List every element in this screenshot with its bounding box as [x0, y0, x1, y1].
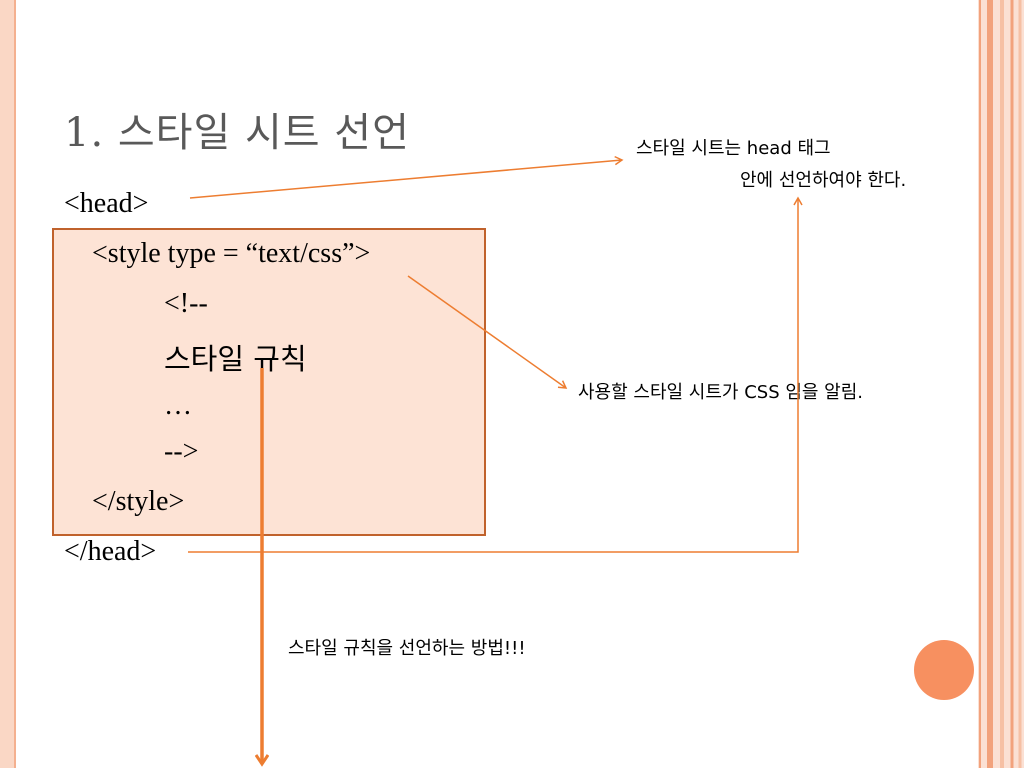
arrow-head-close-to-note: [188, 196, 803, 553]
left-border-decoration: [0, 0, 16, 768]
arrow-css-to-note: [407, 275, 568, 389]
code-line-style-close: </style>: [92, 486, 185, 517]
code-line-head-open: <head>: [64, 188, 149, 219]
code-line-style-open: <style type = “text/css”>: [92, 238, 371, 269]
code-line-style-rule: 스타일 규칙: [164, 342, 307, 376]
note-css-type: 사용할 스타일 시트가 CSS 임을 알림.: [578, 382, 864, 403]
note-head-line2: 안에 선언하여야 한다.: [740, 170, 907, 191]
slide-title: 1. 스타일 시트 선언: [64, 110, 410, 156]
decorative-circle: [914, 640, 974, 700]
note-rule-declare: 스타일 규칙을 선언하는 방법!!!: [288, 638, 526, 659]
code-line-ellipsis: …: [164, 390, 192, 421]
code-line-comment-close: -->: [164, 436, 199, 467]
code-line-head-close: </head>: [64, 536, 157, 567]
code-line-comment-open: <!--: [164, 288, 208, 319]
note-head-line1: 스타일 시트는 head 태그: [636, 138, 831, 159]
arrow-head-to-note: [189, 155, 624, 199]
